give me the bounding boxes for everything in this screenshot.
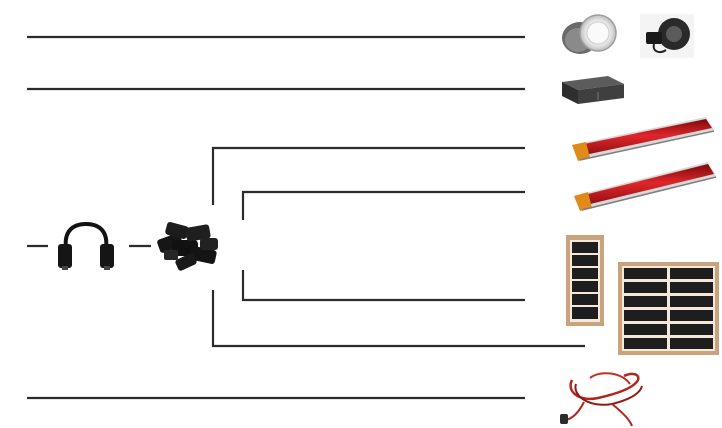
extension-cable-icon [58,224,114,270]
infrared-heater-icon-2 [574,162,716,211]
downlight-rear-icon [640,14,694,58]
wire-heater-1 [213,148,525,205]
wire-heater-2 [243,192,525,220]
heating-panel-icon [566,235,604,326]
heating-panel-large-icon [618,262,719,355]
cable-coil-icon [560,373,642,426]
wire-panel-left [243,270,525,300]
power-box-icon [562,76,624,104]
infrared-heater-icon [572,117,714,161]
downlight-icon [562,15,616,54]
splitter-icon [156,221,218,271]
wire-panel-right [213,290,585,346]
